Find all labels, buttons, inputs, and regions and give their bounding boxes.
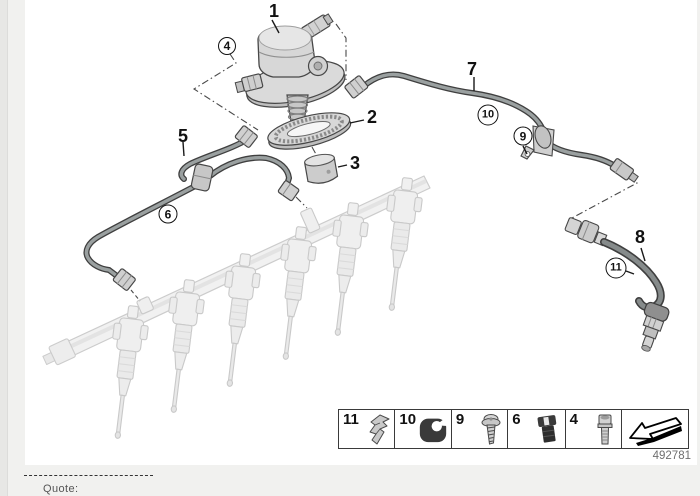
page-left-strip (0, 0, 8, 496)
legend-number: 10 (399, 411, 417, 428)
legend-number: 4 (569, 411, 578, 428)
legend-number: 9 (455, 411, 465, 428)
legend-cell-11: 11 (338, 409, 396, 449)
high-pressure-pump (234, 13, 346, 125)
pipe-7 (344, 71, 639, 183)
legend-cell-arrow (621, 409, 690, 451)
clip-icon (363, 413, 393, 452)
quote-label: Quote: (43, 483, 79, 495)
hose-8 (564, 217, 670, 352)
direction-arrow-icon (626, 414, 684, 451)
screw-icon (476, 413, 506, 452)
leader-lines (182, 19, 646, 275)
damper-sleeve (303, 153, 339, 184)
pipe-6 (83, 180, 204, 291)
bolt-icon (590, 413, 620, 452)
legend-number: 6 (512, 411, 521, 428)
footer-divider (24, 475, 153, 476)
legend-number: 11 (343, 411, 359, 428)
pipe-5 (178, 125, 300, 202)
legend-cell-4: 4 (564, 409, 623, 452)
leader-dashes (130, 289, 141, 302)
legend-cell-6: 6 (507, 409, 567, 452)
legend-cell-10: 10 (394, 409, 453, 450)
fuel-rail-ghost (42, 175, 431, 441)
figure-number: 492781 (652, 450, 691, 462)
legend-cell-9: 9 (450, 409, 509, 452)
clamp-icon (533, 413, 563, 452)
parts-legend: 11 10 9 6 4 (338, 409, 690, 452)
pipe-clamp (520, 125, 555, 160)
seal-ring (267, 112, 352, 150)
grommet-icon (417, 413, 450, 450)
